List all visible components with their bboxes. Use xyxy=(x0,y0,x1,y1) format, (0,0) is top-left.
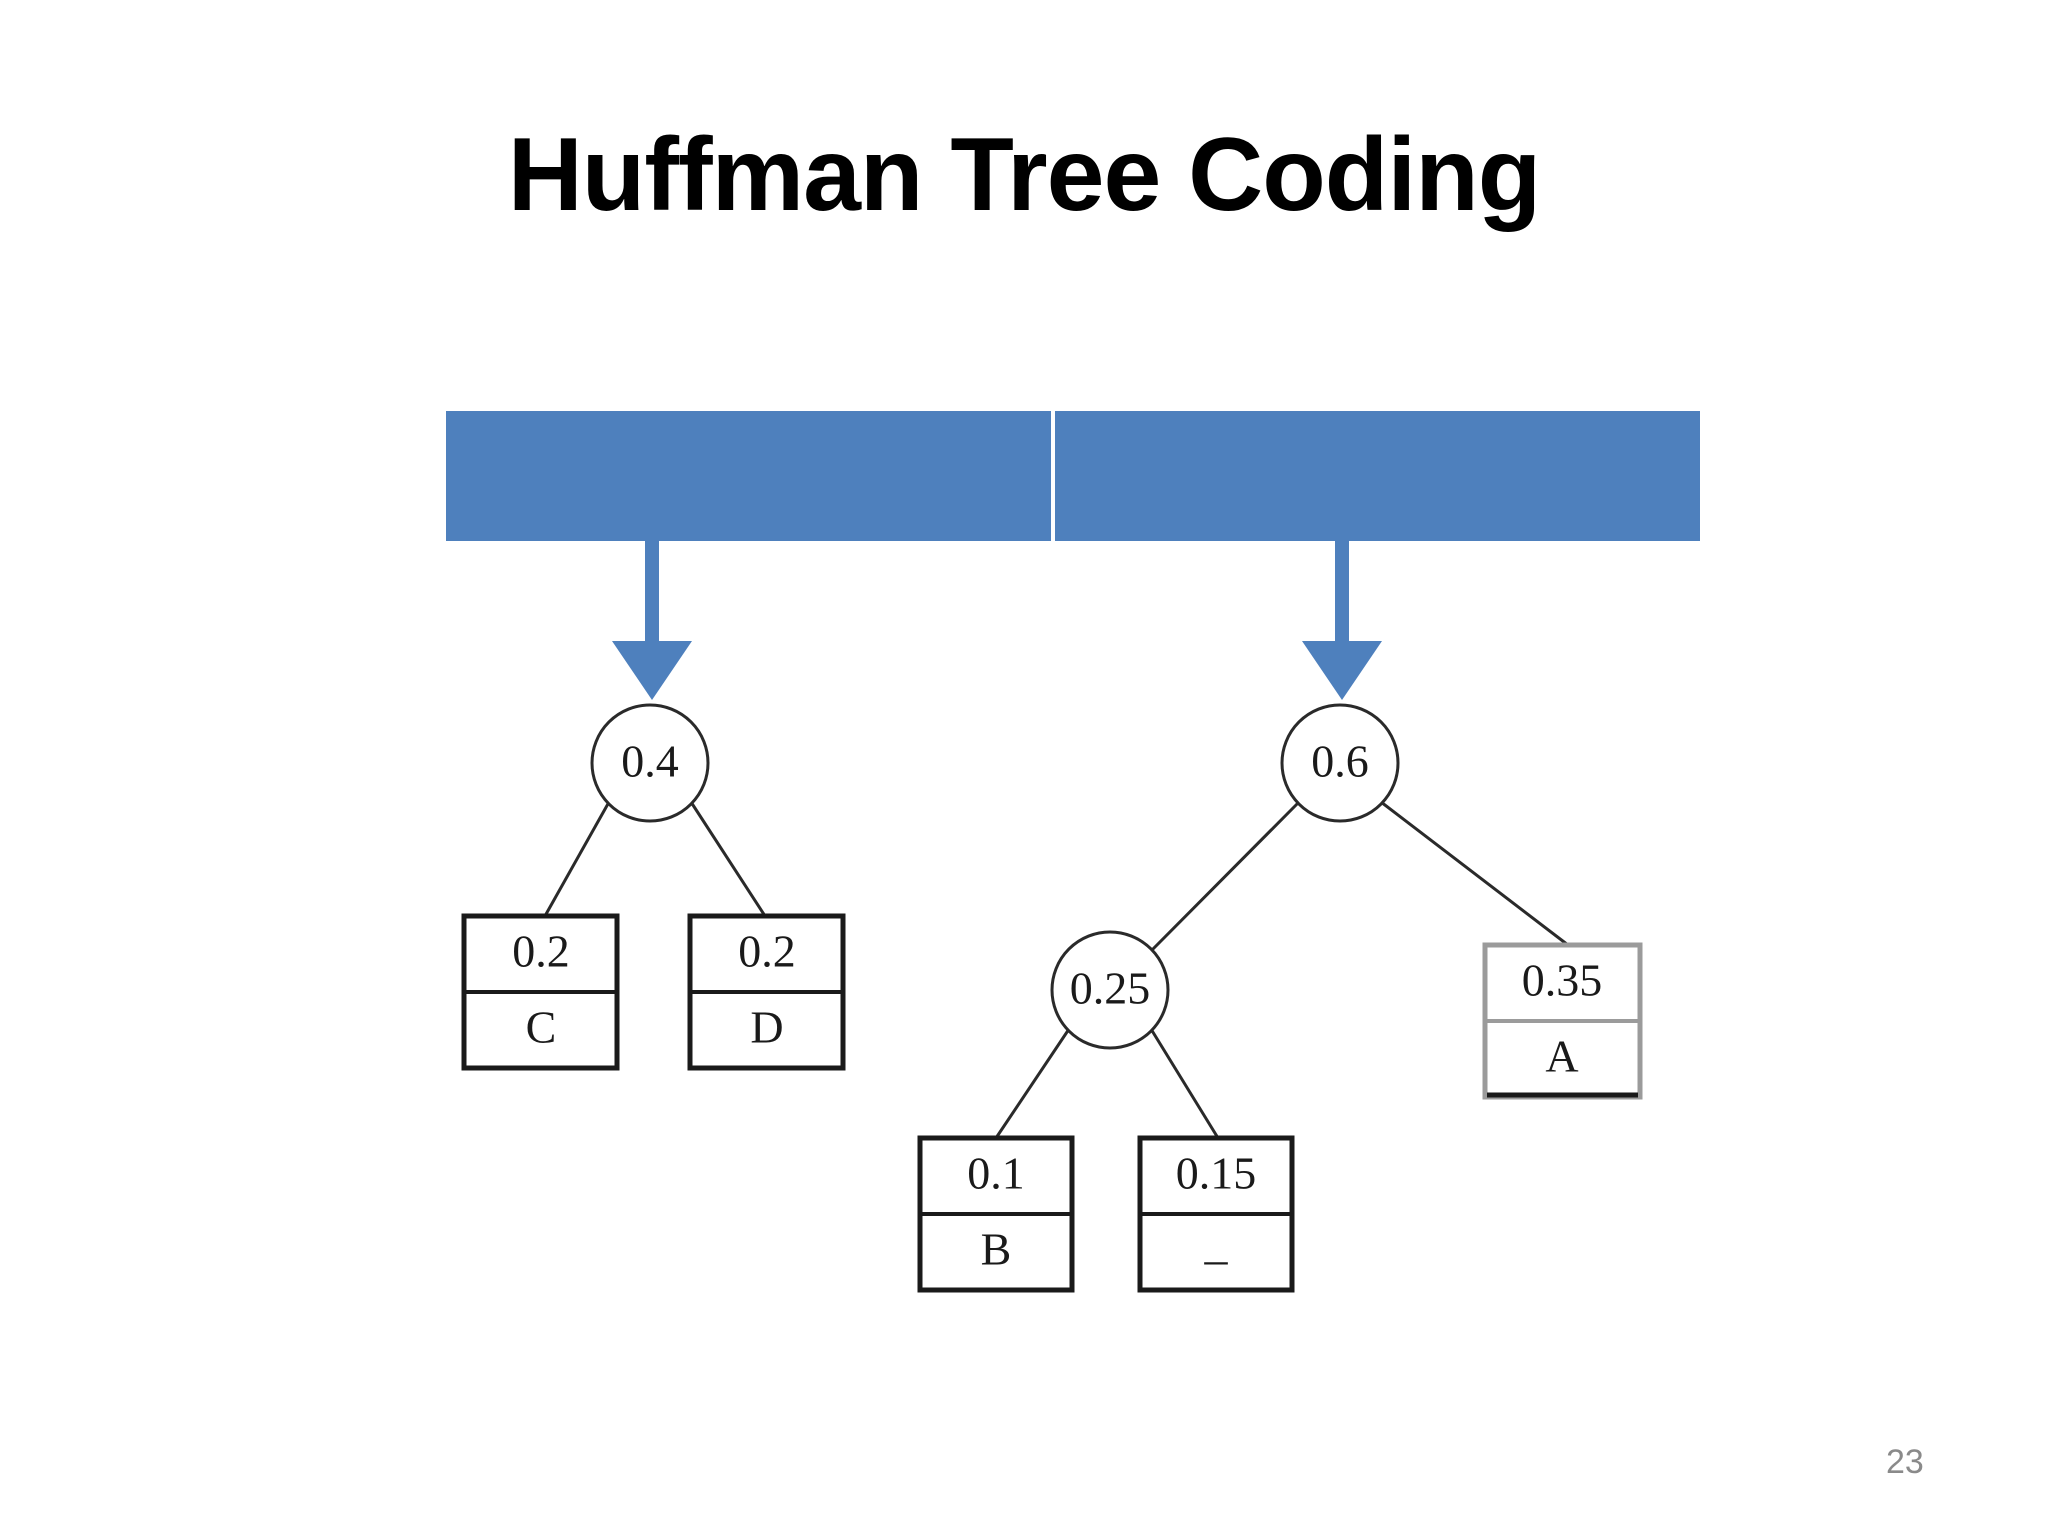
leaf-symbol-label: _ xyxy=(1204,1218,1229,1269)
leaf-symbol-label: D xyxy=(750,1002,783,1053)
leaf-node-D[interactable]: 0.2 D xyxy=(687,913,846,1071)
edge-n04-to-C xyxy=(543,801,611,917)
leaf-symbol-label: A xyxy=(1545,1031,1578,1082)
leaf-node-B[interactable]: 0.1 B xyxy=(917,1135,1075,1293)
leaf-symbol-label: C xyxy=(526,1002,557,1053)
node-weight-label: 0.25 xyxy=(1070,963,1151,1014)
arrow-to-right-subtree xyxy=(1302,541,1382,700)
leaf-weight-label: 0.1 xyxy=(967,1148,1025,1199)
page-title: Huffman Tree Coding xyxy=(507,117,1542,233)
leaf-node-C[interactable]: 0.2 C xyxy=(461,913,620,1071)
leaf-symbol-label: B xyxy=(981,1224,1012,1275)
node-0.6[interactable]: 0.6 xyxy=(1280,703,1400,823)
node-weight-label: 0.4 xyxy=(621,736,679,787)
node-0.25[interactable]: 0.25 xyxy=(1050,930,1170,1050)
page-number: 23 xyxy=(1886,1443,1924,1481)
node-circle xyxy=(1050,930,1170,1050)
edge-n025-to-SP xyxy=(1149,1028,1220,1139)
node-circle xyxy=(590,703,710,823)
banner-right-segment[interactable] xyxy=(1055,411,1700,541)
arrow-to-left-subtree xyxy=(612,541,692,700)
edge-n06-to-n025 xyxy=(1150,800,1301,952)
leaf-weight-label: 0.2 xyxy=(512,926,570,977)
edge-n06-to-A xyxy=(1380,800,1569,947)
edge-n025-to-B xyxy=(994,1028,1071,1139)
node-circle xyxy=(1280,703,1400,823)
leaf-weight-label: 0.35 xyxy=(1522,955,1603,1006)
banner-left-segment[interactable] xyxy=(446,411,1051,541)
tree-edges xyxy=(543,800,1569,1139)
leaf-node-space[interactable]: 0.15 _ xyxy=(1137,1135,1295,1293)
node-weight-label: 0.6 xyxy=(1311,736,1369,787)
leaf-weight-label: 0.2 xyxy=(738,926,796,977)
node-0.4[interactable]: 0.4 xyxy=(590,703,710,823)
leaf-node-A[interactable]: 0.35 A xyxy=(1482,942,1643,1100)
leaf-weight-label: 0.15 xyxy=(1176,1148,1257,1199)
edge-n04-to-D xyxy=(689,801,767,917)
